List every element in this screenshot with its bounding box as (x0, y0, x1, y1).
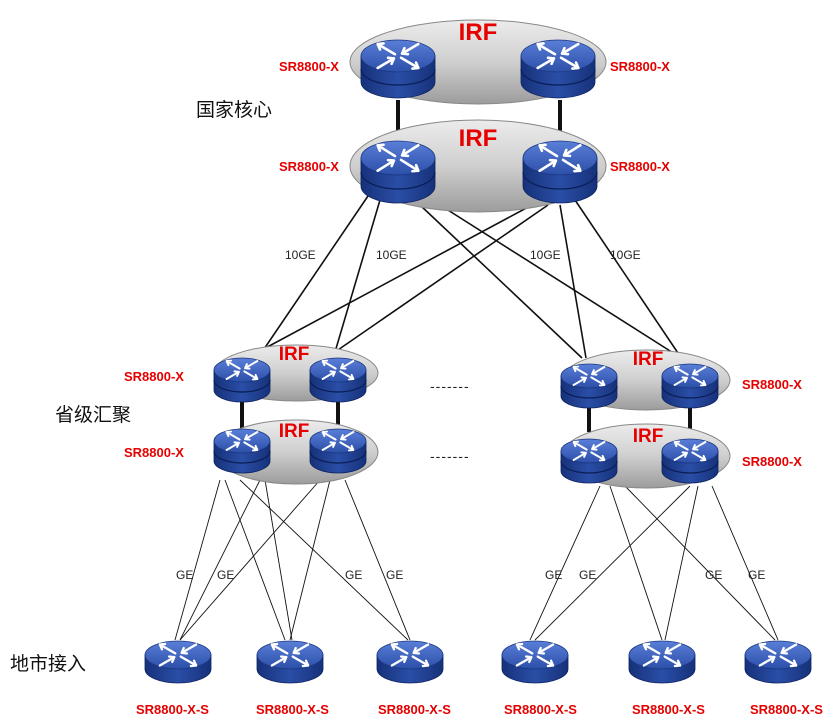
links-layer (174, 100, 779, 641)
device-label-access: SR8800-X-S (136, 702, 209, 717)
link-label-10ge: 10GE (610, 248, 641, 262)
core-agg-link (261, 195, 369, 353)
agg-access-link (529, 485, 601, 641)
device-label-core-upper-left: SR8800-X (279, 59, 339, 74)
agg-access-link (224, 479, 286, 641)
router-agg-left-upper-a (213, 357, 271, 403)
agg-access-link (179, 479, 321, 641)
tier-label-core: 国家核心 (196, 99, 272, 121)
device-label-agg-left-upper: SR8800-X (124, 369, 184, 384)
ellipsis-upper: ------- (430, 378, 470, 394)
tier-label-aggregation: 省级汇聚 (55, 404, 131, 426)
link-label-ge: GE (579, 568, 596, 582)
core-agg-link (559, 204, 587, 359)
device-label-agg-right-upper: SR8800-X (742, 377, 802, 392)
router-core-lower-left (360, 140, 436, 204)
irf-label: IRF (459, 19, 498, 46)
agg-access-link (239, 479, 409, 641)
agg-access-link (344, 479, 411, 641)
agg-access-link (264, 479, 293, 641)
irf-label: IRF (633, 349, 664, 370)
router-core-lower-right (522, 140, 598, 204)
device-label-core-upper-right: SR8800-X (610, 59, 670, 74)
device-label-access: SR8800-X-S (256, 702, 329, 717)
irf-label: IRF (279, 421, 310, 442)
core-agg-link (439, 204, 679, 357)
router-core-upper-left (360, 39, 436, 99)
router-access-2 (256, 640, 324, 684)
router-agg-right-lower-a (560, 438, 618, 484)
agg-access-link (179, 479, 261, 641)
link-label-10ge: 10GE (376, 248, 407, 262)
agg-access-link (609, 485, 663, 641)
device-label-access: SR8800-X-S (378, 702, 451, 717)
router-access-5 (628, 640, 696, 684)
agg-access-link (711, 485, 779, 641)
link-label-ge: GE (176, 568, 193, 582)
router-access-3 (376, 640, 444, 684)
irf-label: IRF (633, 426, 664, 447)
link-label-ge: GE (705, 568, 722, 582)
router-agg-left-upper-b (309, 357, 367, 403)
agg-access-link (174, 479, 221, 641)
device-label-access: SR8800-X-S (504, 702, 577, 717)
link-label-ge: GE (748, 568, 765, 582)
device-label-access: SR8800-X-S (632, 702, 705, 717)
core-agg-link (334, 199, 381, 353)
router-agg-left-lower-a (213, 428, 271, 474)
core-agg-link (334, 204, 549, 353)
irf-label: IRF (459, 125, 498, 152)
device-label-core-lower-left: SR8800-X (279, 159, 339, 174)
router-agg-right-upper-a (560, 363, 618, 409)
router-agg-right-upper-b (661, 363, 719, 409)
agg-access-link (664, 485, 699, 641)
device-label-access: SR8800-X-S (750, 702, 823, 717)
device-label-agg-right-lower: SR8800-X (742, 454, 802, 469)
device-label-agg-left-lower: SR8800-X (124, 445, 184, 460)
link-label-ge: GE (217, 568, 234, 582)
router-core-upper-right (520, 39, 596, 99)
agg-access-link (624, 485, 776, 641)
router-agg-right-lower-b (661, 438, 719, 484)
router-agg-left-lower-b (309, 428, 367, 474)
ellipsis-lower: ------- (430, 448, 470, 464)
link-label-10ge: 10GE (530, 248, 561, 262)
link-label-ge: GE (345, 568, 362, 582)
core-agg-link (419, 204, 583, 359)
agg-access-link (534, 485, 691, 641)
link-label-10ge: 10GE (285, 248, 316, 262)
router-access-4 (501, 640, 569, 684)
agg-access-link (289, 479, 331, 641)
link-label-ge: GE (386, 568, 403, 582)
core-agg-link (574, 199, 681, 357)
link-label-ge: GE (545, 568, 562, 582)
irf-label: IRF (279, 344, 310, 365)
core-agg-link (257, 204, 533, 353)
router-access-1 (144, 640, 212, 684)
tier-label-access: 地市接入 (10, 653, 86, 675)
router-access-6 (744, 640, 812, 684)
routers-layer (144, 39, 812, 684)
device-label-core-lower-right: SR8800-X (610, 159, 670, 174)
